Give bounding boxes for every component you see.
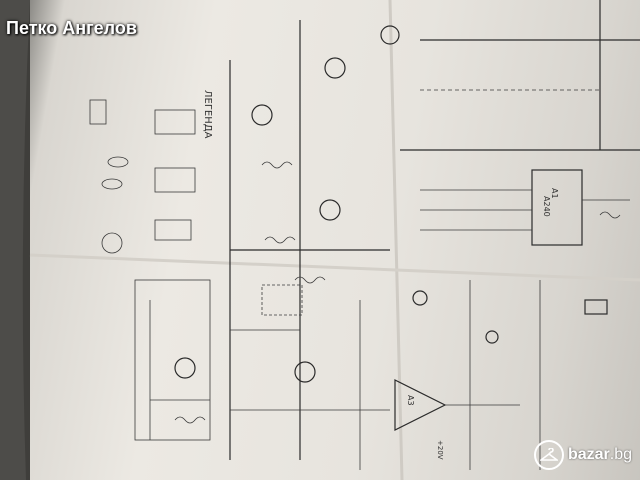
legend-connector (101, 232, 123, 254)
ic-a1-label: А1 (550, 188, 559, 199)
opamp-a3 (394, 379, 447, 431)
transistor-mid-4 (294, 361, 316, 383)
transistor-right-1 (380, 25, 400, 45)
brand-tld: .bg (609, 446, 632, 463)
ic-a1-name: A240 (542, 196, 551, 217)
transistor-lower-right (412, 290, 428, 306)
transistor-mid-3 (319, 199, 341, 221)
ic-a1-box (531, 169, 583, 246)
brand-name: bazar (567, 446, 610, 463)
legend-diode-2 (101, 178, 123, 190)
fold-line-vertical (388, 0, 404, 480)
legend-area: ЛЕГЕНДА (89, 90, 213, 254)
right-circuit-block: А1 A240 (380, 0, 640, 246)
legend-ic-2 (154, 167, 196, 193)
amplifier-block: A3 +20V (359, 280, 608, 470)
fold-line-horizontal (29, 253, 640, 282)
seller-name-watermark: Петко Ангелов (6, 18, 137, 38)
output-transformer (584, 299, 608, 315)
opamp-label: A3 (406, 395, 415, 406)
middle-circuit-block (229, 20, 390, 460)
supply-voltage-label: +20V (436, 440, 444, 460)
legend-component-1 (89, 99, 107, 125)
legend-title: ЛЕГЕНДА (202, 90, 213, 139)
paper-curl (0, 0, 30, 480)
legend-ic-1 (154, 109, 196, 135)
hanger-icon (533, 440, 564, 470)
site-logo: bazar.bg (533, 440, 632, 470)
transistor-mid-1 (251, 104, 273, 126)
legend-ic-3 (154, 219, 192, 241)
rf-module-outline (134, 279, 211, 441)
lamp-indicator (485, 330, 499, 344)
legend-diode-1 (107, 156, 129, 168)
transistor-left-1 (174, 357, 196, 379)
left-circuit-block (134, 279, 211, 441)
transistor-mid-2 (324, 57, 346, 79)
site-brand-name: bazar.bg (568, 446, 632, 464)
